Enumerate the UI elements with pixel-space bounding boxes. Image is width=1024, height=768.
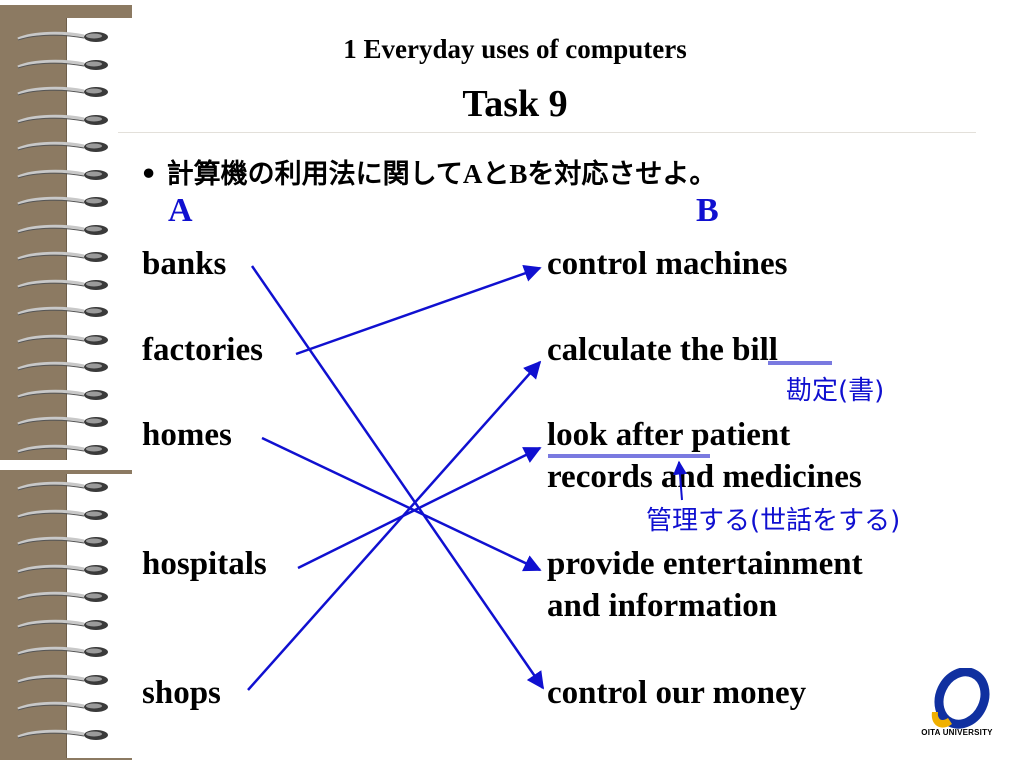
spiral-coil-8 bbox=[17, 251, 108, 262]
spiral-coil-5 bbox=[17, 169, 108, 180]
spiral-coil-0 bbox=[17, 31, 108, 42]
item-a-factories: factories bbox=[142, 332, 263, 368]
spiral-coil-19 bbox=[17, 564, 108, 575]
task-title: Task 9 bbox=[462, 83, 568, 125]
item-b-records: records and medicines bbox=[547, 459, 862, 495]
spiral-coil-9 bbox=[17, 279, 108, 290]
item-b-and-information: and information bbox=[547, 588, 778, 624]
spiral-coil-17 bbox=[17, 509, 108, 520]
spiral-coil-6 bbox=[17, 196, 108, 207]
item-b-look-after-word: look after bbox=[547, 417, 683, 453]
line-homes-entertainment bbox=[261, 436, 542, 572]
line-factories-machines bbox=[295, 264, 542, 356]
university-logo-text: OITA UNIVERSITY bbox=[921, 728, 993, 737]
item-b-calculate-prefix: calculate the bbox=[547, 332, 733, 368]
item-b-control-money: control our money bbox=[547, 675, 807, 711]
spiral-coil-22 bbox=[17, 646, 108, 657]
item-b-calculate-bill: calculate the bill bbox=[547, 329, 778, 371]
item-a-banks: banks bbox=[142, 246, 227, 282]
spiral-coil-13 bbox=[17, 389, 108, 400]
item-a-hospitals: hospitals bbox=[142, 546, 267, 582]
column-a-header: A bbox=[168, 192, 193, 229]
line-hospitals-lookafter bbox=[297, 446, 542, 570]
arrow-look-after-note bbox=[673, 460, 687, 501]
spiral-coil-24 bbox=[17, 701, 108, 712]
university-logo bbox=[931, 668, 990, 729]
spiral-coil-2 bbox=[17, 86, 108, 97]
instruction-b: B bbox=[509, 159, 528, 189]
bullet: • bbox=[140, 159, 158, 190]
item-b-look-after: look after patient bbox=[547, 414, 790, 456]
notebook-binding bbox=[0, 0, 133, 768]
spiral-coil-11 bbox=[17, 334, 108, 345]
instruction-a: A bbox=[462, 159, 483, 189]
spiral-coil-10 bbox=[17, 306, 108, 317]
instruction-part1: 計算機の利用法に関して bbox=[166, 159, 463, 190]
line-shops-bill bbox=[247, 360, 542, 691]
item-b-control-machines: control machines bbox=[547, 246, 788, 282]
note-bill: 勘定(書) bbox=[786, 376, 885, 406]
spiral-coil-20 bbox=[17, 591, 108, 602]
spiral-coil-14 bbox=[17, 416, 108, 427]
item-b-look-after-rest: patient bbox=[682, 417, 791, 453]
instruction-text: • 計算機の利用法に関してAとBを対応させよ。 bbox=[140, 152, 716, 191]
item-b-provide-entertainment: provide entertainment bbox=[547, 546, 863, 582]
spiral-coil-18 bbox=[17, 536, 108, 547]
item-a-shops: shops bbox=[142, 675, 221, 711]
slide-title: 1 Everyday uses of computers bbox=[343, 34, 687, 64]
item-a-homes: homes bbox=[142, 417, 232, 453]
spiral-coil-7 bbox=[17, 224, 108, 235]
spiral-coil-23 bbox=[17, 674, 108, 685]
instruction-part3: を対応させよ。 bbox=[527, 159, 717, 190]
spiral-coil-1 bbox=[17, 59, 108, 70]
spiral-coil-25 bbox=[17, 729, 108, 740]
column-b-header: B bbox=[696, 192, 719, 229]
spiral-coil-3 bbox=[17, 114, 108, 125]
spiral-coil-21 bbox=[17, 619, 108, 630]
line-banks-money bbox=[250, 265, 545, 690]
title-divider bbox=[118, 132, 976, 133]
spiral-coil-15 bbox=[17, 444, 108, 455]
note-look-after: 管理する(世話をする) bbox=[646, 506, 901, 536]
spiral-coil-4 bbox=[17, 141, 108, 152]
instruction-part2: と bbox=[482, 159, 510, 190]
spiral-coil-16 bbox=[17, 481, 108, 492]
spiral-coil-12 bbox=[17, 361, 108, 372]
